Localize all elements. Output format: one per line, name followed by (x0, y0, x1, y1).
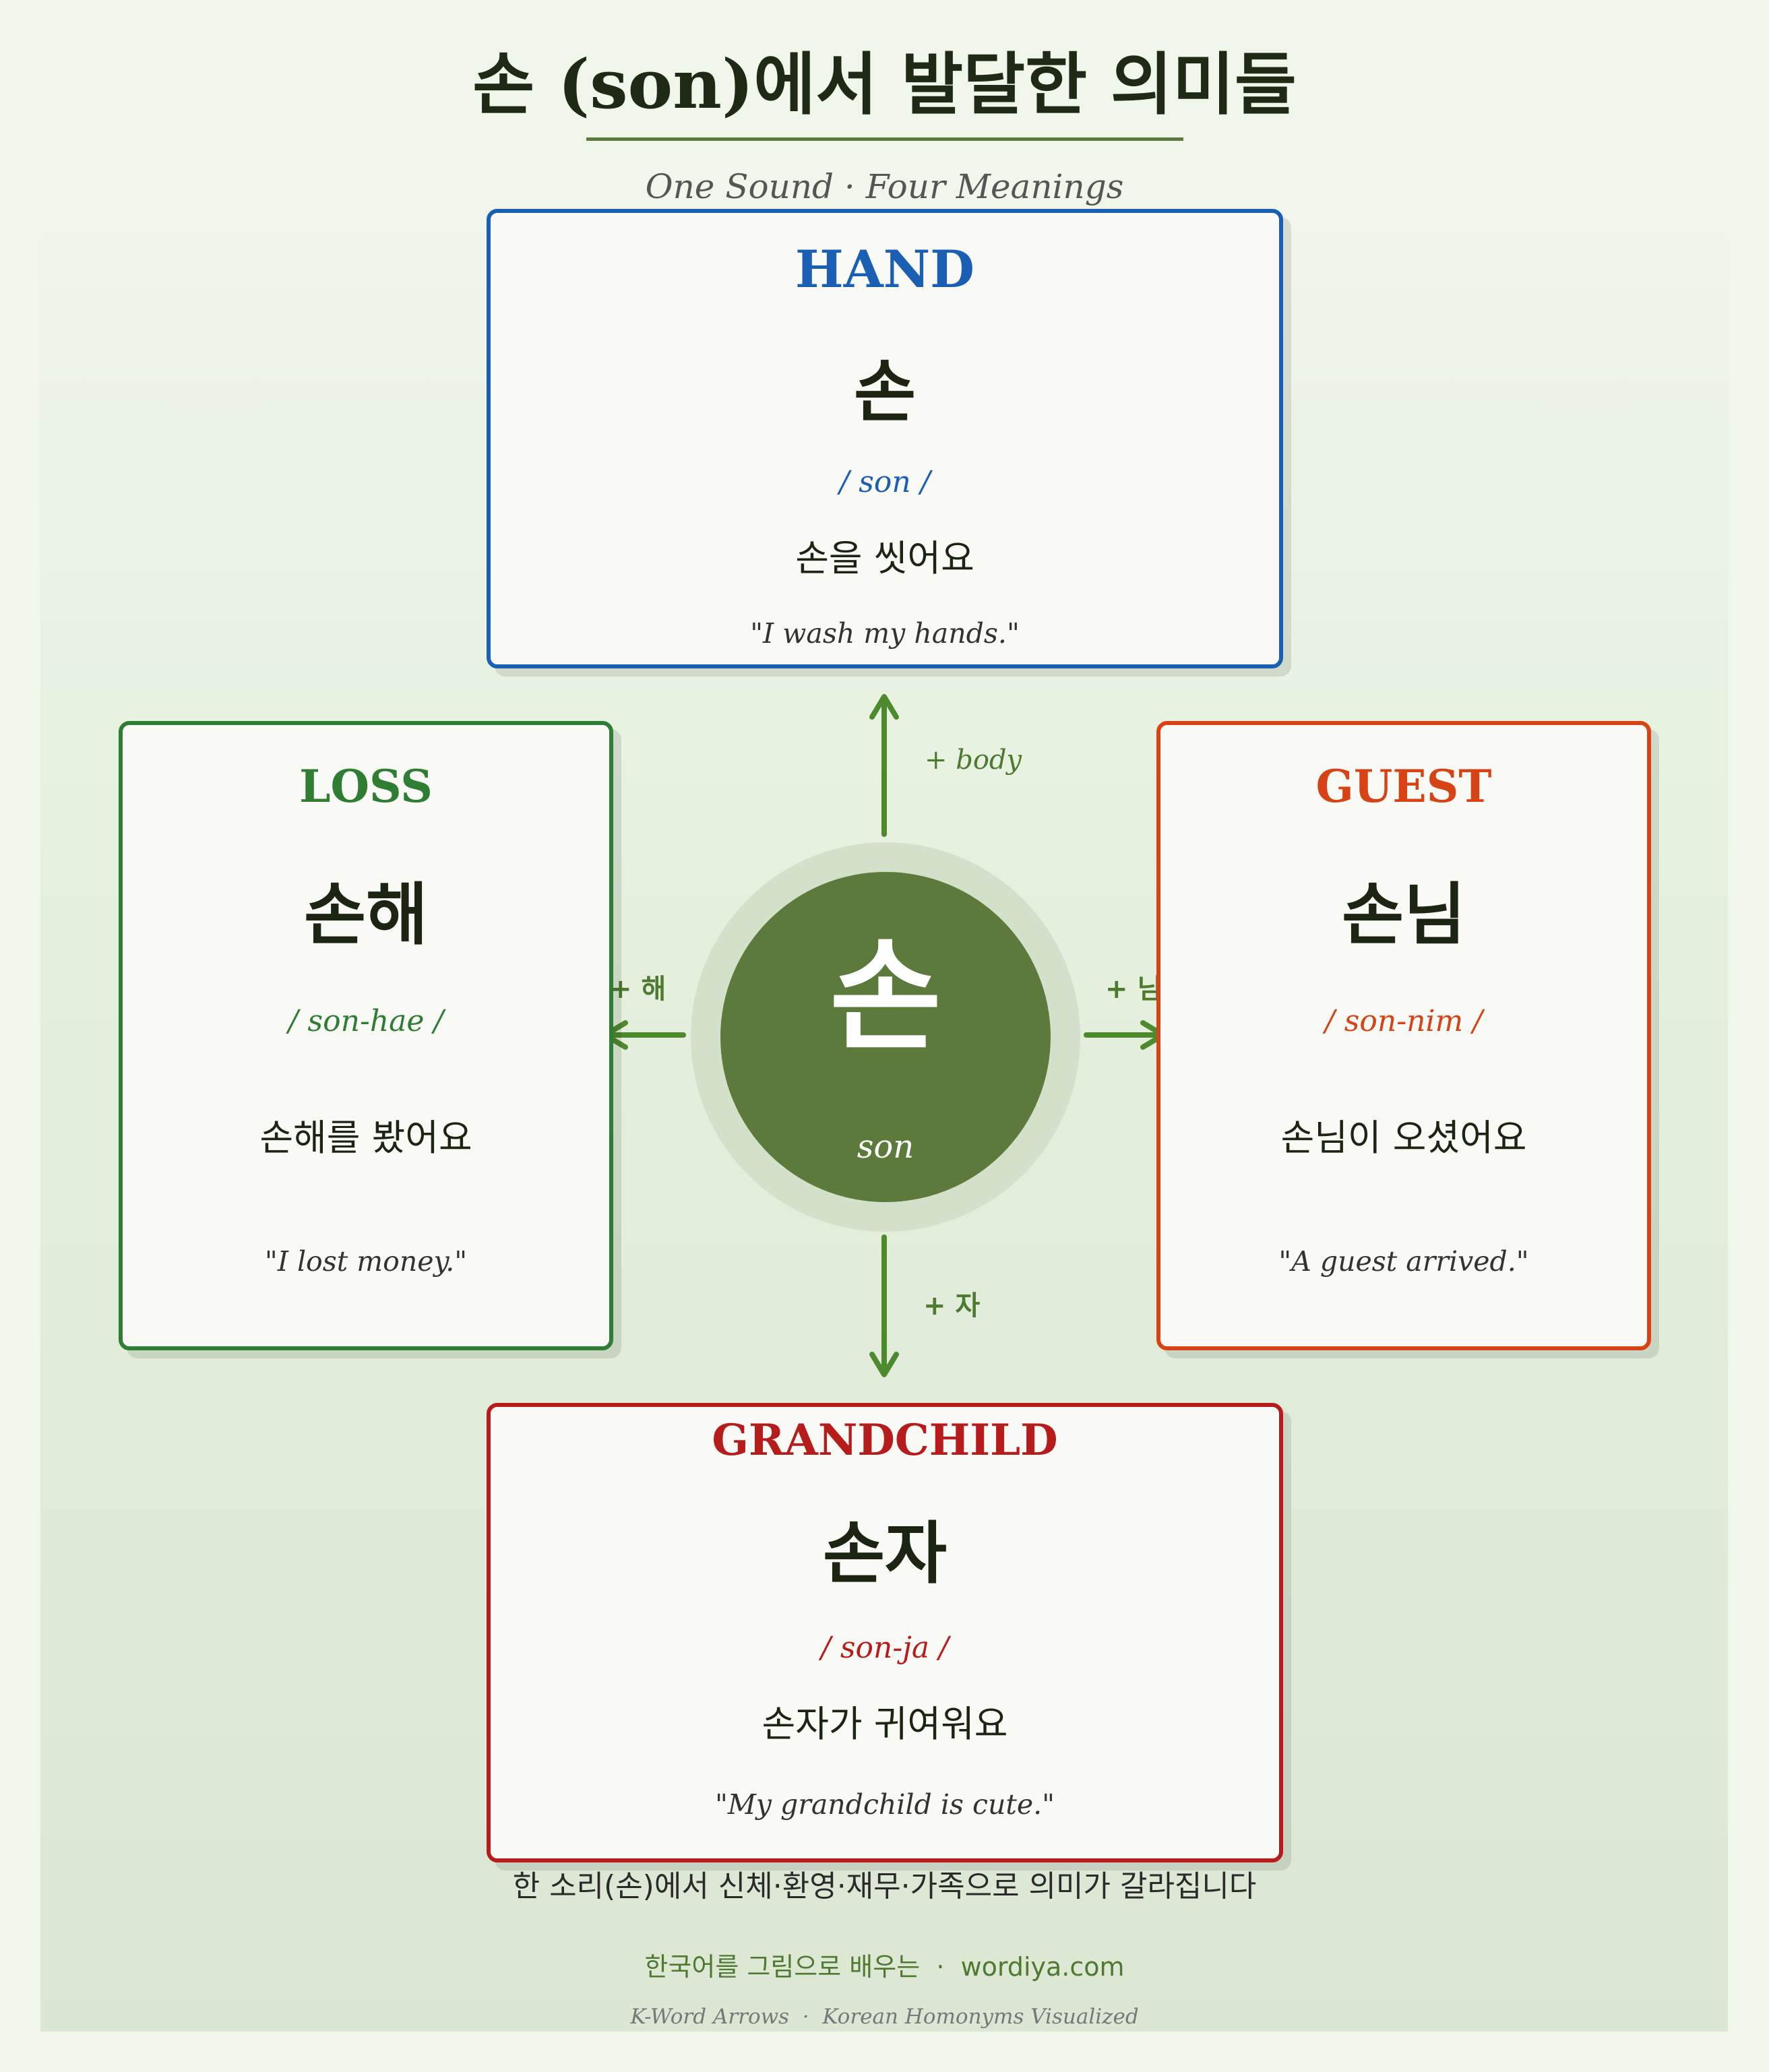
arrow-down (869, 1234, 899, 1377)
card-word: 손자 (823, 1514, 947, 1593)
arrow-label-right: + 님 (1105, 974, 1162, 1005)
card-translation: "A guest arrived." (1278, 1245, 1529, 1278)
card-translation: "I lost money." (264, 1245, 468, 1278)
card-loss: LOSS 손해 / son-hae / 손해를 봤어요 "I lost mone… (119, 721, 613, 1350)
card-translation: "My grandchild is cute." (714, 1788, 1055, 1821)
arrow-right (1084, 1020, 1166, 1050)
card-example: 손자가 귀여워요 (762, 1703, 1008, 1745)
card-romanization: / son-hae / (288, 1004, 444, 1038)
card-romanization: / son-ja / (821, 1631, 949, 1665)
card-hand: HAND 손 / son / 손을 씻어요 "I wash my hands." (487, 209, 1283, 668)
arrow-label-up: + body (925, 745, 1022, 776)
card-word: 손님 (1342, 875, 1466, 954)
arrow-up (869, 694, 899, 837)
arrow-label-left: + 해 (609, 974, 666, 1005)
card-example: 손님이 오셨어요 (1280, 1117, 1527, 1159)
hub-romanization: son (857, 1128, 914, 1166)
card-title: HAND (795, 239, 975, 299)
hub-circle: 손 son (720, 872, 1051, 1202)
brand-caption: 한국어를 그림으로 배우는 · wordiya.com (644, 1952, 1125, 1982)
card-title: GRANDCHILD (712, 1415, 1058, 1466)
card-grandchild: GRANDCHILD 손자 / son-ja / 손자가 귀여워요 "My gr… (487, 1403, 1283, 1862)
summary-caption: 한 소리(손)에서 신체·환영·재무·가족으로 의미가 갈라집니다 (512, 1869, 1257, 1904)
card-example: 손해를 봤어요 (259, 1117, 472, 1159)
card-word: 손해 (304, 875, 428, 954)
card-romanization: / son-nim / (1324, 1004, 1483, 1038)
arrow-left (602, 1020, 686, 1050)
arrow-label-down: + 자 (923, 1290, 981, 1321)
page-title: 손 (son)에서 발달한 의미들 (472, 44, 1297, 124)
card-romanization: / son / (839, 465, 931, 499)
card-title: GUEST (1315, 760, 1492, 813)
card-translation: "I wash my hands." (750, 617, 1020, 650)
series-caption: K-Word Arrows · Korean Homonyms Visualiz… (630, 2005, 1139, 2029)
card-guest: GUEST 손님 / son-nim / 손님이 오셨어요 "A guest a… (1156, 721, 1651, 1350)
hub-character: 손 (830, 927, 941, 1067)
title-underline (586, 137, 1183, 141)
card-example: 손을 씻어요 (795, 537, 974, 579)
card-title: LOSS (299, 760, 433, 813)
card-word: 손 (854, 352, 916, 431)
page-subtitle: One Sound · Four Meanings (645, 167, 1124, 206)
